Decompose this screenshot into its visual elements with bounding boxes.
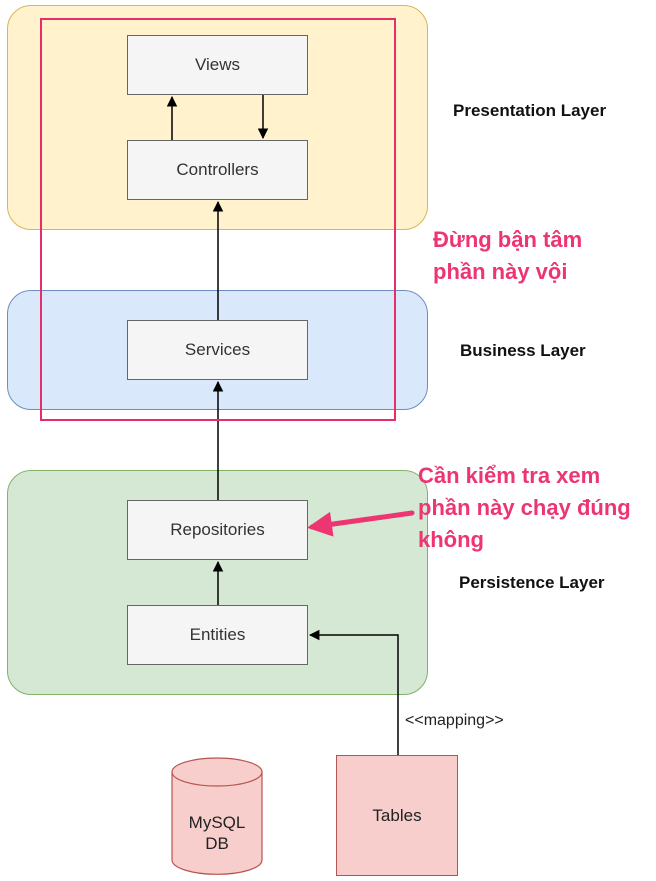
note-bottom-line3: không [418, 527, 484, 552]
note-bottom: Cần kiểm tra xem phần này chạy đúng khôn… [418, 460, 631, 556]
tables-node[interactable]: Tables [336, 755, 458, 876]
note-top-line2: phần này vội [433, 259, 568, 284]
note-bottom-line2: phần này chạy đúng [418, 495, 631, 520]
views-node[interactable]: Views [127, 35, 308, 95]
business-layer-label: Business Layer [460, 341, 586, 360]
services-node[interactable]: Services [127, 320, 308, 380]
tables-to-entities-mapping-arrow [308, 629, 399, 755]
database-cylinder-icon [171, 757, 263, 875]
note-bottom-line1: Cần kiểm tra xem [418, 463, 601, 488]
note-top: Đừng bận tâm phần này vội [433, 224, 582, 288]
note-top-line1: Đừng bận tâm [433, 227, 583, 252]
mapping-label: <<mapping>> [405, 712, 504, 729]
callout-arrow [307, 510, 415, 537]
database-label-line1: MySQL [188, 813, 246, 832]
entities-node[interactable]: Entities [127, 605, 308, 665]
controllers-node[interactable]: Controllers [127, 140, 308, 200]
repositories-node[interactable]: Repositories [127, 500, 308, 560]
database-label-line2: DB [205, 834, 229, 853]
persistence-layer-label: Persistence Layer [459, 573, 605, 592]
database-label: MySQL DB [172, 812, 262, 854]
presentation-layer-label: Presentation Layer [453, 101, 607, 120]
